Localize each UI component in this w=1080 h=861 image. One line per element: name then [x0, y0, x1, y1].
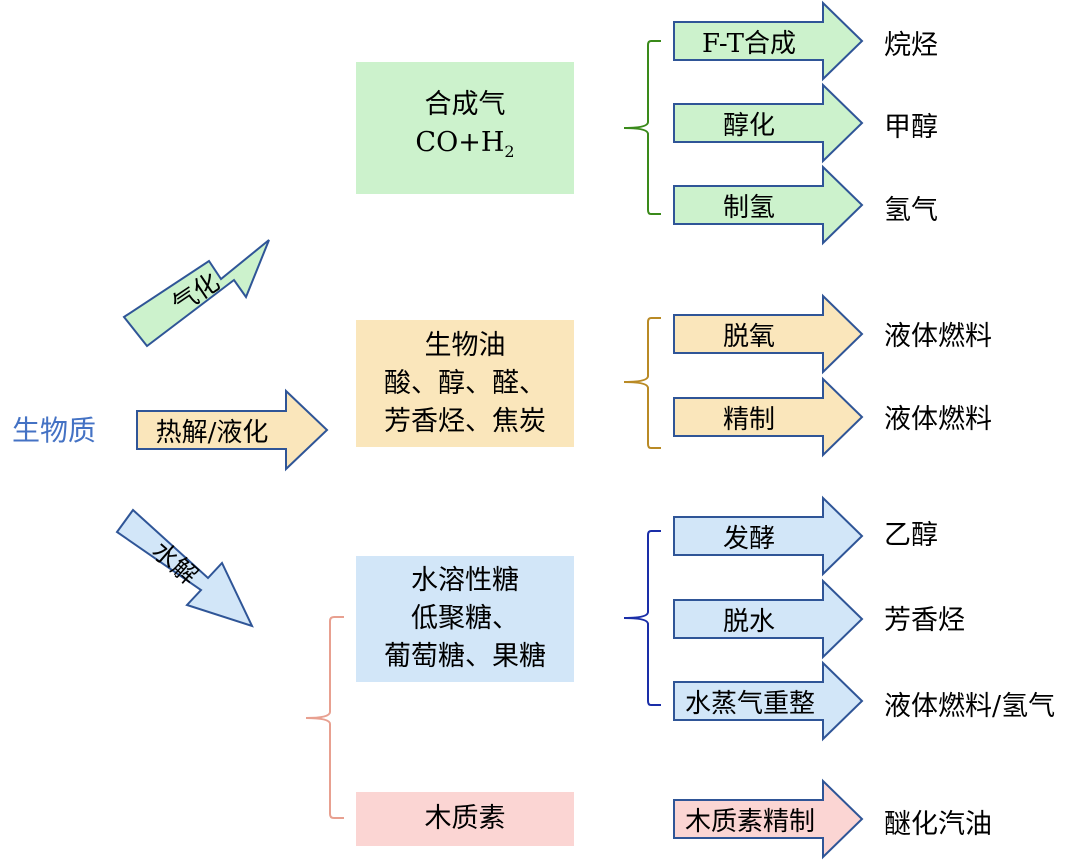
process-arrow-ft [673, 0, 864, 82]
process-label-dehydration: 脱水 [722, 606, 775, 637]
process-label-refining: 精制 [722, 404, 775, 435]
syngas-line1: 合成气 [424, 88, 506, 120]
bio-oil-line2: 酸、醇、醛、 [384, 367, 546, 399]
lignin-line1: 木质素 [424, 803, 506, 834]
syngas-formula: CO+H2 [415, 126, 515, 161]
syngas-bracket [623, 40, 661, 215]
product-liquid-fuel-1: 液体燃料 [884, 321, 992, 352]
sugars-line1: 水溶性糖 [411, 565, 519, 596]
syngas-box [356, 62, 574, 194]
process-arrow-lignin-refining [673, 778, 864, 860]
bio-oil-text: 生物油 酸、醇、醛、 芳香烃、焦炭 [356, 320, 574, 447]
process-arrow-deoxygenation [673, 293, 864, 375]
process-label-hydrogen: 制氢 [722, 192, 775, 223]
process-label-fermentation: 发酵 [722, 523, 775, 554]
sugars-text: 水溶性糖 低聚糖、 葡萄糖、果糖 [356, 556, 574, 682]
process-label-lignin-refining: 木质素精制 [684, 806, 815, 837]
product-liquid-fuel-hydrogen: 液体燃料/氢气 [884, 691, 1056, 722]
biomass-label: 生物质 [11, 414, 96, 447]
process-label-ft: F-T合成 [701, 28, 797, 59]
hydrolysis-bracket [305, 616, 344, 819]
pyrolysis-arrow [136, 388, 329, 472]
lignin-text: 木质素 [356, 792, 574, 846]
process-arrow-hydrogen [673, 164, 864, 246]
syngas-text: 合成气 CO+H2 [356, 62, 574, 194]
process-label-deoxygenation: 脱氧 [722, 321, 775, 352]
sugars-line2: 低聚糖、 [411, 603, 519, 634]
process-label-alcoholization: 醇化 [722, 110, 775, 141]
bio-oil-box [356, 320, 574, 447]
lignin-box [356, 792, 574, 846]
hydrolysis-arrow [115, 508, 254, 628]
product-aromatics: 芳香烃 [884, 605, 965, 636]
sugars-box [356, 556, 574, 682]
gasification-arrow [122, 239, 270, 348]
process-arrow-fermentation [673, 495, 864, 577]
product-liquid-fuel-2: 液体燃料 [884, 404, 992, 435]
bio-oil-bracket [623, 317, 661, 449]
pyrolysis-label: 热解/液化 [155, 417, 269, 448]
product-alkanes: 烷烃 [884, 30, 938, 61]
product-ethanol: 乙醇 [884, 520, 938, 551]
sugars-bracket [623, 530, 661, 706]
process-arrow-alcoholization [673, 82, 864, 164]
product-methanol: 甲醇 [884, 112, 938, 143]
sugars-line3: 葡萄糖、果糖 [384, 641, 546, 672]
product-etherified-gasoline: 醚化汽油 [884, 809, 992, 840]
process-arrow-steam-reforming [673, 660, 864, 742]
process-label-steam-reforming: 水蒸气重整 [684, 688, 815, 719]
product-hydrogen: 氢气 [884, 195, 938, 226]
process-arrow-refining [673, 376, 864, 458]
process-arrow-dehydration [673, 578, 864, 660]
bio-oil-line1: 生物油 [424, 329, 506, 361]
bio-oil-line3: 芳香烃、焦炭 [384, 405, 546, 437]
